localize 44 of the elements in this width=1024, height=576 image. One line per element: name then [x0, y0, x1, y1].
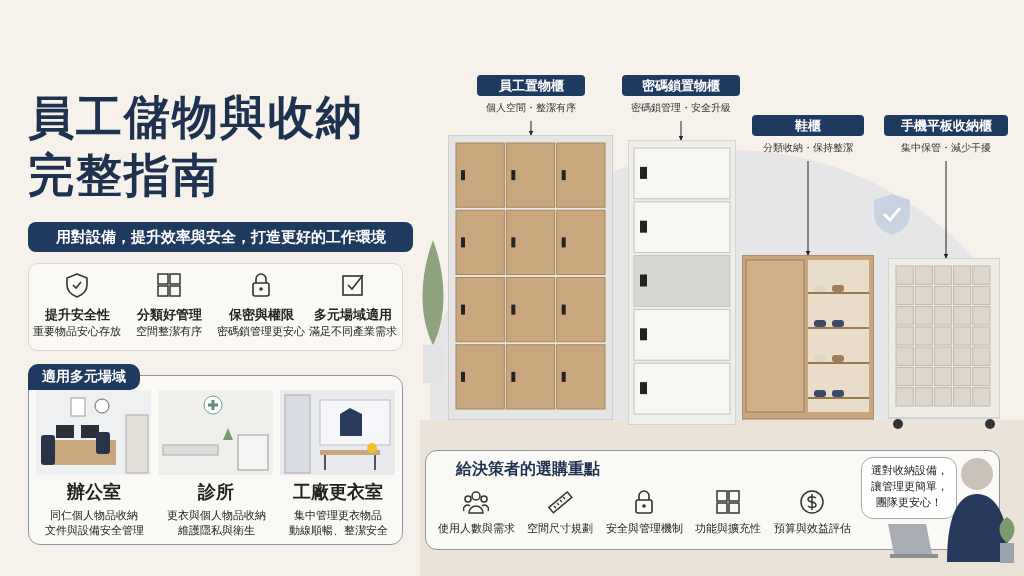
- venue-name: 診所: [197, 480, 235, 504]
- venue-description: 動線順暢、整潔安全: [287, 524, 389, 538]
- venue-name: 工廠更衣室: [292, 480, 384, 504]
- section-heading: 給決策者的選購重點: [456, 459, 600, 480]
- product-caption: 個人空間・整潔有序: [485, 101, 577, 115]
- criterion-label: 使用人數與需求: [436, 521, 516, 536]
- feature-description: 空間整潔有序: [135, 324, 203, 339]
- criterion-label: 預算與效益評估: [772, 521, 852, 536]
- product-caption: 集中保管・減少干擾: [900, 141, 992, 155]
- locker-cabinet-drawing: [448, 135, 613, 420]
- slogan-banner: 用對設備，提升效率與安全，打造更好的工作環境: [28, 222, 413, 252]
- leader-line: [528, 120, 534, 136]
- feature-description: 滿足不同產業需求: [309, 324, 397, 339]
- venue-description: 更衣與個人物品收納: [165, 509, 267, 523]
- criterion-label: 安全與管理機制: [604, 521, 684, 536]
- venue-description: 維護隱私與衛生: [176, 524, 256, 538]
- product-label: 密碼鎖置物櫃: [622, 75, 740, 96]
- venue-description: 文件與設備安全管理: [43, 524, 145, 538]
- venue-description: 集中管理更衣物品: [293, 509, 383, 523]
- feature-description: 密碼鎖管理更安心: [217, 324, 305, 339]
- speech-bubble: 選對收納設備，讓管理更簡單，團隊更安心！: [861, 457, 957, 519]
- feature-description: 重要物品安心存放: [33, 324, 121, 339]
- product-caption: 密碼鎖管理・安全升級: [630, 101, 732, 115]
- section-heading: 適用多元場域: [28, 364, 140, 390]
- keypad-locker-drawing: [628, 140, 736, 425]
- feature-heading: 多元場域適用: [313, 306, 393, 324]
- feature-heading: 保密與權限: [227, 306, 295, 324]
- tips-panel: [425, 450, 1000, 550]
- feature-heading: 分類好管理: [135, 306, 203, 324]
- feature-card: [28, 263, 403, 351]
- leader-line: [943, 160, 949, 259]
- product-label: 員工置物櫃: [477, 75, 585, 96]
- device-storage-cabinet-drawing: [888, 258, 1000, 430]
- venue-name: 辦公室: [66, 480, 122, 504]
- title-heading: 員工儲物與收納完整指南: [28, 89, 365, 204]
- venue-description: 同仁個人物品收納: [49, 509, 139, 523]
- leader-line: [678, 120, 684, 141]
- leader-line: [805, 160, 811, 256]
- product-label: 手機平板收納櫃: [884, 115, 1008, 136]
- criterion-label: 空間尺寸規劃: [526, 521, 594, 536]
- criterion-label: 功能與擴充性: [694, 521, 762, 536]
- product-label: 鞋櫃: [752, 115, 864, 136]
- feature-heading: 提升安全性: [43, 306, 111, 324]
- product-caption: 分類收納・保持整潔: [762, 141, 854, 155]
